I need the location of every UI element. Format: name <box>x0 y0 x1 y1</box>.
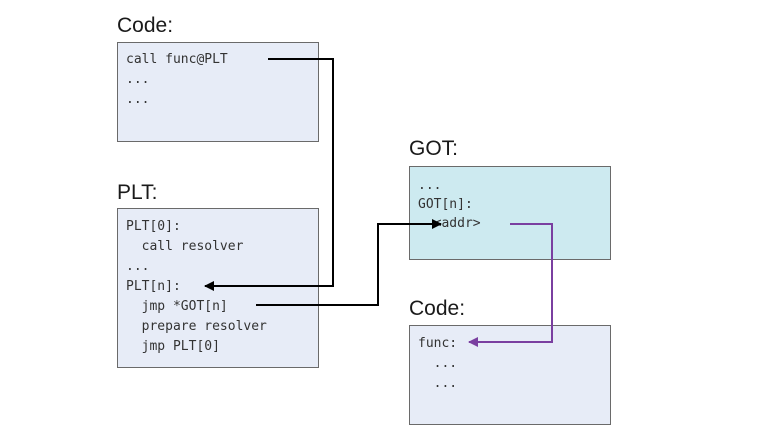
got-line: <addr> <box>418 216 481 231</box>
plt-line: prepare resolver <box>126 319 267 334</box>
code-top-line: ... <box>126 92 150 107</box>
jmp-to-got-arrow <box>256 219 442 306</box>
code-top-line: ... <box>126 72 150 87</box>
got-heading: GOT: <box>409 137 459 160</box>
plt-line: ... <box>126 259 150 274</box>
code-top-heading: Code: <box>117 14 174 37</box>
got-line: ... <box>418 178 442 193</box>
plt-line: PLT[0]: <box>126 219 181 234</box>
call-to-plt-arrow <box>204 58 334 291</box>
plt-heading: PLT: <box>117 181 158 204</box>
code-bottom-heading: Code: <box>409 297 466 320</box>
plt-box: PLT[0]: call resolver ... PLT[n]: jmp *G… <box>117 208 319 368</box>
plt-line: call resolver <box>126 239 244 254</box>
code-bottom-line: func: <box>418 336 458 351</box>
code-bottom-line: ... <box>418 356 458 371</box>
got-line: GOT[n]: <box>418 197 473 212</box>
code-bottom-line: ... <box>418 376 458 391</box>
addr-to-func-arrow <box>468 223 553 347</box>
plt-line: jmp PLT[0] <box>126 339 220 354</box>
code-top-line: call func@PLT <box>126 52 228 67</box>
plt-line: PLT[n]: <box>126 279 181 294</box>
got-box: ... GOT[n]: <addr> <box>409 166 611 260</box>
plt-line: jmp *GOT[n] <box>126 299 228 314</box>
